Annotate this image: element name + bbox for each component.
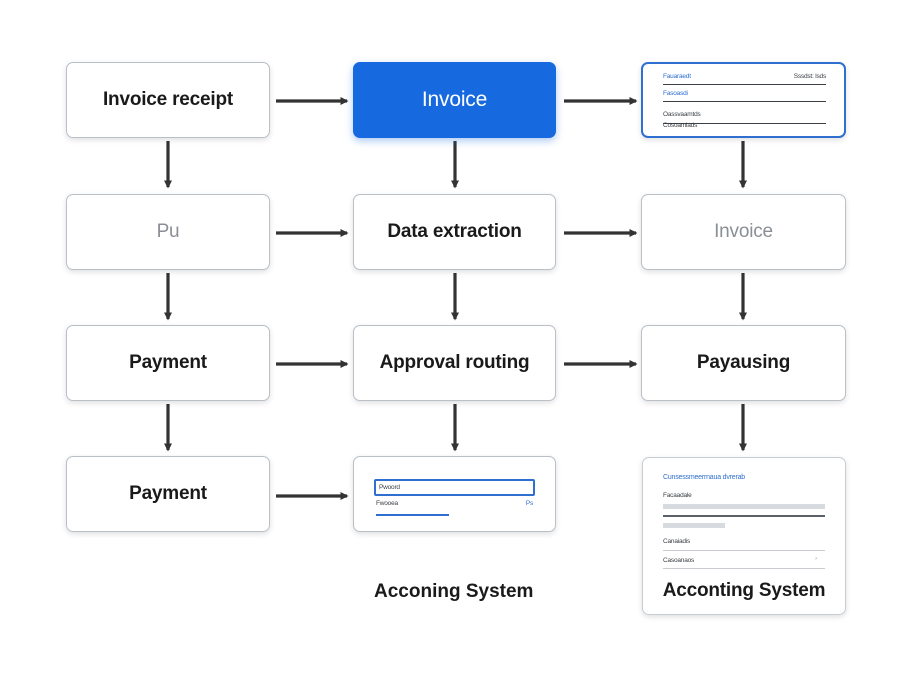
doc-rule-1 (663, 84, 826, 85)
node-approval-routing: Approval routing (353, 325, 556, 401)
form-field-label: Pwoord (379, 484, 400, 491)
node-pu-label: Pu (156, 221, 180, 242)
doc-line4: Cosoamiads (663, 122, 698, 129)
panel-header: Cunsessmeerrnaua dvrerab (663, 474, 745, 481)
node-invoice-primary: Invoice (353, 62, 556, 138)
node-payausing-label: Payausing (696, 352, 791, 373)
panel-bar-3 (663, 523, 725, 528)
node-invoice-muted-label: Invoice (714, 221, 773, 242)
form-underline (376, 514, 449, 516)
panel-rule-1 (663, 550, 825, 551)
panel-rule-2 (663, 568, 825, 569)
node-invoice-primary-label: Invoice (421, 88, 488, 111)
node-invoice-document-preview: Fauaraedt Sssdst: lsds Fasoasdi Oassvaam… (641, 62, 846, 138)
node-invoice-muted: Invoice (641, 194, 846, 270)
panel-item-3: Casoanaos (663, 557, 695, 564)
panel-bar-2 (663, 515, 825, 517)
node-pu: Pu (66, 194, 270, 270)
node-invoice-receipt-label: Invoice receipt (102, 89, 234, 110)
node-approval-routing-label: Approval routing (379, 352, 530, 373)
doc-line1-right: Sssdst: lsds (793, 73, 826, 80)
panel-title: Acconting System (662, 580, 826, 601)
node-payment-1-label: Payment (129, 352, 207, 373)
node-data-extraction: Data extraction (353, 194, 556, 270)
node-payment-2-label: Payment (129, 483, 207, 504)
doc-line2: Fasoasdi (663, 90, 688, 97)
doc-rule-3 (663, 123, 826, 124)
node-accounting-system-panel: Cunsessmeerrnaua dvrerab Facaadale Canai… (642, 457, 846, 615)
panel-item-1: Facaadale (663, 492, 692, 499)
node-invoice-receipt: Invoice receipt (66, 62, 270, 138)
doc-rule-2 (663, 101, 826, 102)
node-payausing: Payausing (641, 325, 846, 401)
form-field-box (374, 479, 535, 496)
form-row-left: Fwooea (376, 500, 398, 507)
panel-item-3-chevron: › (815, 555, 817, 562)
doc-line1-left: Fauaraedt (663, 73, 691, 80)
node-payment-2: Payment (66, 456, 270, 532)
node-data-extraction-label: Data extraction (387, 221, 522, 242)
panel-bar-1 (663, 504, 825, 509)
panel-item-2: Canaiadis (663, 538, 691, 545)
node-payment-1: Payment (66, 325, 270, 401)
doc-line3: Oassvaamtds (663, 111, 701, 118)
node-form-preview: Pwoord Fwooea Ps (353, 456, 556, 532)
accounting-system-caption: Acconing System (374, 581, 534, 602)
form-row-right: Ps (525, 500, 533, 507)
